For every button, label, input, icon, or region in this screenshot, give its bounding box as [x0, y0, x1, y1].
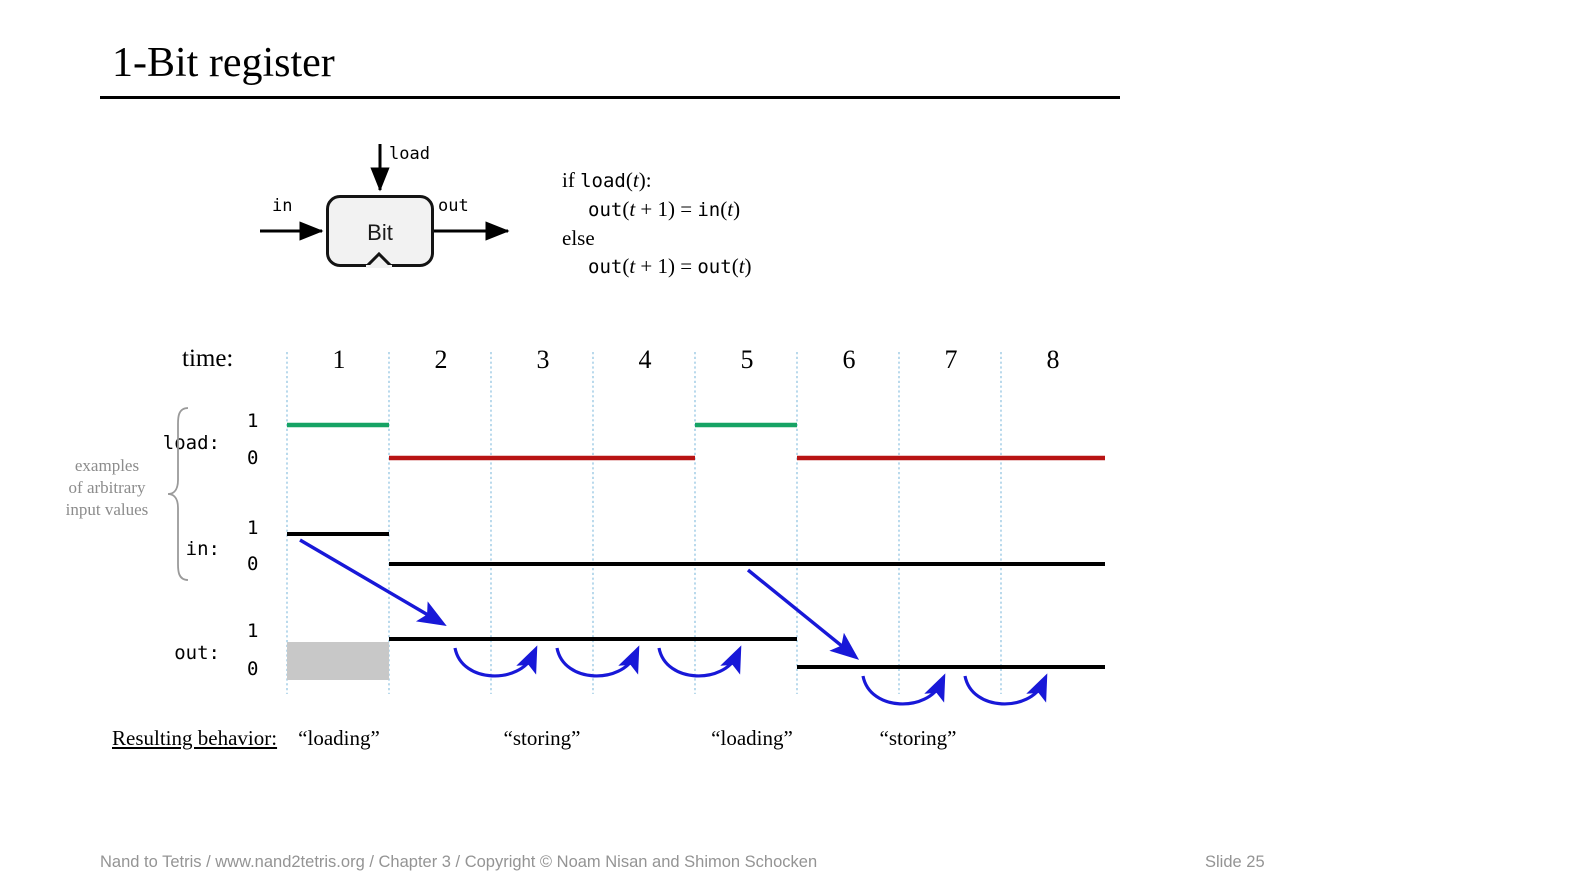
bit-chip-body: Bit: [326, 195, 434, 267]
pseudocode-line-4: out(t + 1) = out(t): [588, 254, 752, 278]
storing-arrow-1: [453, 645, 538, 678]
row-label-out: out:: [174, 642, 220, 664]
pseudocode-t-1: t: [632, 168, 639, 192]
row-label-in: in:: [185, 538, 220, 560]
row-label-load: load:: [162, 432, 220, 454]
time-tick-6: 6: [842, 345, 856, 374]
chip-wires: [260, 144, 510, 241]
pseudocode-t-5: t: [738, 254, 745, 278]
behavior-loading-1: “loading”: [298, 726, 380, 750]
behavior-storing-1: “storing”: [503, 726, 581, 750]
chip-out-label: out: [438, 196, 469, 216]
time-tick-8: 8: [1046, 345, 1060, 374]
timing-gridlines: [286, 352, 1002, 694]
bracket-note-line-3: input values: [65, 500, 149, 519]
pseudocode-out-lhs: out: [588, 199, 623, 221]
pseudocode-else-keyword: else: [562, 226, 595, 250]
pseudocode-block: if load(t): out(t + 1) = in(t) else out(…: [562, 166, 752, 281]
level-label-out-high: 1: [247, 620, 259, 642]
storing-arrow-3: [657, 645, 742, 678]
loading-arrow-1: [299, 538, 447, 626]
time-tick-1: 1: [332, 345, 346, 374]
footer-credit: Nand to Tetris / www.nand2tetris.org / C…: [100, 853, 818, 871]
bracket-note-line-1: examples: [74, 456, 140, 475]
time-tick-5: 5: [740, 345, 754, 374]
resulting-behavior-label: Resulting behavior:: [112, 726, 278, 750]
level-label-out-low: 0: [247, 658, 259, 680]
pseudocode-t-2: t: [629, 197, 636, 221]
clock-notch-icon: [365, 252, 393, 268]
pseudocode-line-3: else: [562, 224, 752, 252]
pseudocode-out-rhs: out: [697, 256, 732, 278]
pseudocode-in-rhs: in: [697, 199, 721, 221]
storing-arrow-5: [963, 673, 1048, 706]
chip-load-label: load: [389, 144, 430, 164]
loading-arrow-2: [746, 568, 860, 660]
pseudocode-t-4: t: [629, 254, 636, 278]
pseudocode-plus-2: + 1: [640, 254, 669, 278]
bit-chip-diagram: Bit load in out: [250, 130, 550, 295]
time-tick-2: 2: [434, 345, 448, 374]
behavior-loading-2: “loading”: [711, 726, 793, 750]
level-label-in-low: 0: [247, 553, 259, 575]
time-axis-label: time:: [182, 345, 234, 372]
pseudocode-eq-1: =: [680, 197, 693, 221]
page-title: 1-Bit register: [112, 40, 335, 86]
storing-arrow-4: [861, 673, 946, 706]
bracket-annotation-text: examples of arbitrary input values: [48, 455, 166, 521]
pseudocode-line-2: out(t + 1) = in(t): [588, 197, 741, 221]
pseudocode-out-lhs-2: out: [588, 256, 623, 278]
footer-slide-number: Slide 25: [1205, 853, 1265, 871]
pseudocode-colon: :: [645, 168, 652, 192]
time-tick-4: 4: [638, 345, 652, 374]
unknown-output-region: [287, 642, 389, 680]
level-label-load-low: 0: [247, 447, 259, 469]
pseudocode-line-1: if load(t):: [562, 168, 652, 192]
time-tick-7: 7: [944, 345, 958, 374]
storing-arrow-2: [555, 645, 640, 678]
pseudocode-t-3: t: [727, 197, 734, 221]
bit-chip-label: Bit: [367, 220, 393, 245]
bracket-note-line-2: of arbitrary: [68, 478, 146, 497]
pseudocode-eq-2: =: [680, 254, 693, 278]
behavior-storing-2: “storing”: [879, 726, 957, 750]
level-label-in-high: 1: [247, 517, 259, 539]
level-label-load-high: 1: [247, 410, 259, 432]
time-tick-3: 3: [536, 345, 550, 374]
pseudocode-plus-1: + 1: [640, 197, 669, 221]
title-divider: [100, 96, 1120, 99]
chip-in-label: in: [272, 196, 293, 216]
pseudocode-load-call: load: [580, 170, 626, 192]
pseudocode-if-keyword: if: [562, 168, 575, 192]
